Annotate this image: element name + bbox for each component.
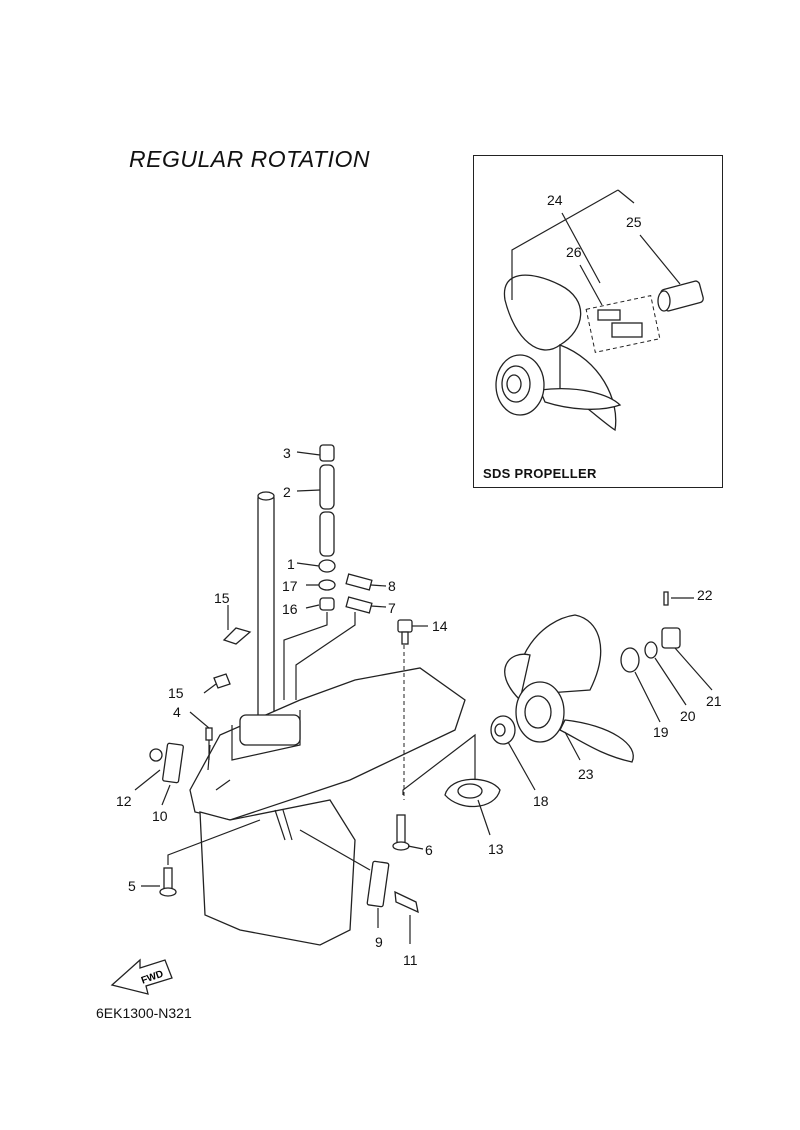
- callout-14: 14: [432, 618, 448, 634]
- callout-4: 4: [173, 704, 181, 720]
- callout-2: 2: [283, 484, 291, 500]
- inset-label: SDS PROPELLER: [483, 466, 597, 481]
- callout-9: 9: [375, 934, 383, 950]
- callout-16: 16: [282, 601, 298, 617]
- callout-24: 24: [547, 192, 563, 208]
- callout-21: 21: [706, 693, 722, 709]
- driveshaft-parts: [203, 444, 387, 726]
- callout-6: 6: [425, 842, 433, 858]
- callout-20: 20: [680, 708, 696, 724]
- casing-side-parts: [134, 619, 428, 944]
- callout-22: 22: [697, 587, 713, 603]
- callout-17: 17: [282, 578, 298, 594]
- callout-8: 8: [388, 578, 396, 594]
- callout-23: 23: [578, 766, 594, 782]
- sds-propeller-drawing: [495, 189, 704, 432]
- diagram-title: REGULAR ROTATION: [129, 146, 370, 172]
- lower-casing: [189, 667, 466, 946]
- callout-11: 11: [403, 952, 418, 968]
- callout-5: 5: [128, 878, 136, 894]
- callout-3: 3: [283, 445, 291, 461]
- diagram-code: 6EK1300-N321: [96, 1005, 192, 1021]
- callout-19: 19: [653, 724, 669, 740]
- callout-12: 12: [116, 793, 132, 809]
- callout-15-lower: 15: [168, 685, 184, 701]
- callout-15-upper: 15: [214, 590, 230, 606]
- callout-18: 18: [533, 793, 549, 809]
- callout-25: 25: [626, 214, 642, 230]
- propeller-assembly: [402, 591, 713, 836]
- fwd-arrow-icon: FWD: [110, 958, 173, 995]
- callout-10: 10: [152, 808, 168, 824]
- callout-7: 7: [388, 600, 396, 616]
- callout-26: 26: [566, 244, 582, 260]
- callout-13: 13: [488, 841, 504, 857]
- callout-1: 1: [287, 556, 295, 572]
- sds-propeller-inset: [473, 155, 723, 488]
